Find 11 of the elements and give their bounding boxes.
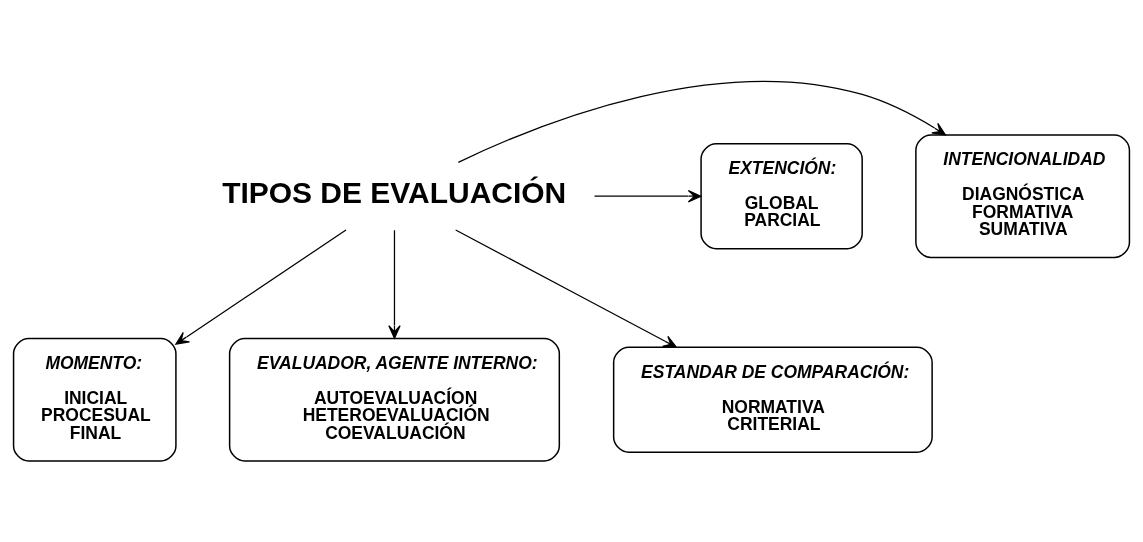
node-box: ESTANDAR DE COMPARACIÓN: NORMATIVA CRITERIAL — [612, 346, 933, 453]
arrow — [388, 229, 401, 339]
node-box: EXTENCIÓN: GLOBAL PARCIAL — [700, 143, 863, 250]
node-text: TIPOS DE EVALUACIÓN — [222, 175, 567, 209]
arrow — [593, 190, 702, 203]
arrow — [175, 229, 347, 345]
node-box: EVALUADOR, AGENTE INTERNO: AUTOEVALUACÍON HETEROEVALUACIÓN COEVALUACIÓN — [228, 337, 561, 462]
node-box: INTENCIONALIDAD DIAGNÓSTICA FORMATIVA SUMATIVA — [915, 134, 1131, 259]
arrow — [457, 80, 946, 163]
arrow — [455, 229, 677, 348]
node-box: MOMENTO: INICIAL PROCESUAL FINAL — [12, 337, 177, 462]
